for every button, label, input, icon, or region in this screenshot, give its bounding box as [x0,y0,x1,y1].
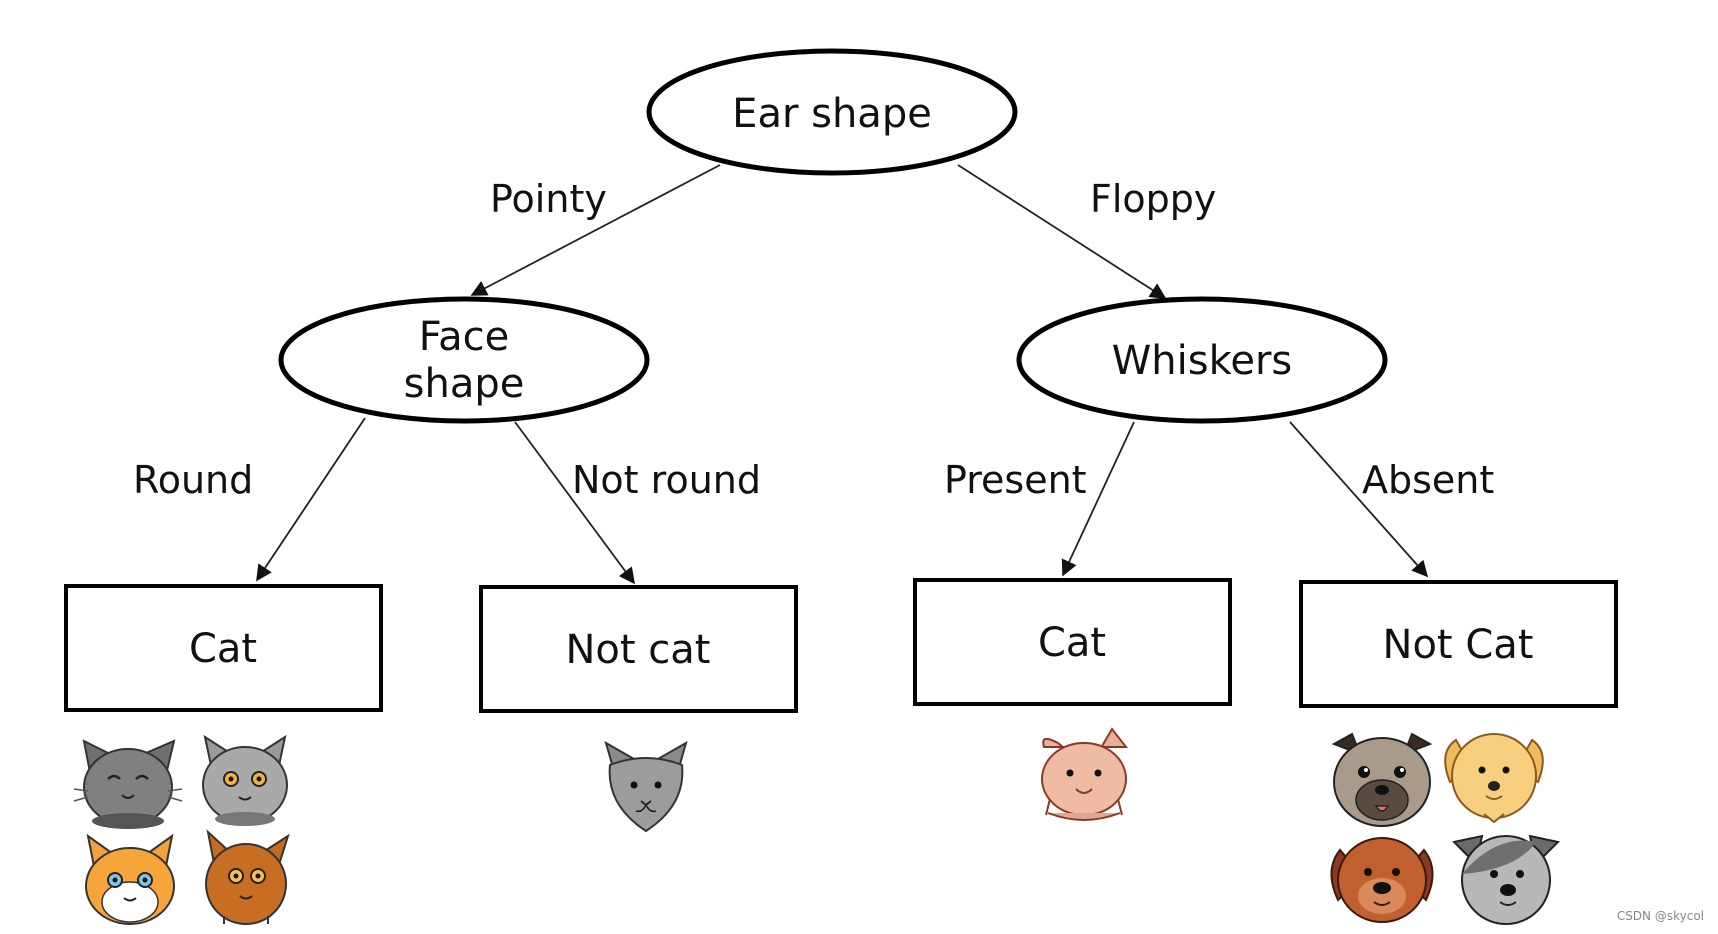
face-shape-node-line2: shape [404,361,525,407]
edge-round [256,417,366,582]
root-node: Ear shape [646,48,1018,176]
face-shape-node-line1: Face [419,314,509,360]
whiskers-node-label: Whiskers [1112,338,1293,384]
edge-pointy [470,164,721,296]
edge-label-floppy: Floppy [1090,177,1216,221]
orange-white-cat-icon [85,833,175,925]
edge-absent [1289,421,1429,578]
brown-dog-icon [1330,837,1434,923]
gray-dog-icon [1451,834,1561,925]
edge-label-pointy: Pointy [490,177,607,221]
leaf-cat-2: Cat [913,578,1232,706]
brown-cat-icon [205,829,290,925]
leaf-cat-1: Cat [64,584,383,712]
gray-cat-icon [73,739,183,829]
pug-dog-icon [1331,732,1433,827]
leaf-not-cat-1-label: Not cat [566,627,711,673]
edge-label-present: Present [944,458,1087,502]
edge-floppy [957,164,1167,299]
silver-cat-icon [202,734,288,826]
leaf-cat-2-label: Cat [1038,620,1106,666]
watermark-text: CSDN @skycol [1617,909,1704,923]
whiskers-node: Whiskers [1016,296,1388,424]
face-shape-node: Face shape [278,296,650,424]
gray-pointy-cat-icon [604,740,688,833]
edge-not-round [514,421,635,585]
edge-label-absent: Absent [1362,458,1494,502]
leaf-not-cat-2: Not Cat [1299,580,1618,708]
edge-label-not-round: Not round [572,458,761,502]
leaf-not-cat-2-label: Not Cat [1383,622,1534,668]
pink-floppy-cat-icon [1041,727,1129,821]
leaf-not-cat-1: Not cat [479,585,798,713]
edge-present [1061,421,1135,577]
edge-label-round: Round [133,458,253,502]
root-node-label: Ear shape [732,91,932,137]
leaf-cat-1-label: Cat [189,626,257,672]
yellow-dog-icon [1444,733,1544,824]
